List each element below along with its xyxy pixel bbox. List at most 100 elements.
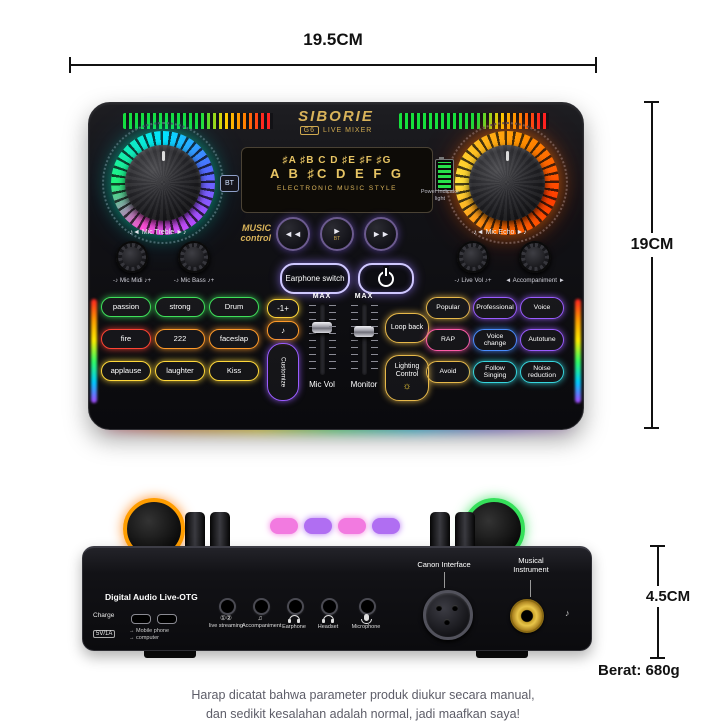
back-small-knob bbox=[210, 512, 230, 548]
customize-button: Customize bbox=[267, 343, 299, 401]
pad-laughter: laughter bbox=[155, 361, 205, 381]
fader-knob bbox=[312, 321, 332, 333]
main-knob-right bbox=[446, 122, 568, 244]
otg-target-labels: → Mobile phone → computer bbox=[129, 628, 170, 642]
back-small-knob bbox=[455, 512, 475, 548]
mic-vol-label: Mic Vol bbox=[309, 380, 335, 389]
width-dimension-label: 19.5CM bbox=[270, 30, 396, 50]
screen-subtitle: ELECTRONIC MUSIC STYLE bbox=[276, 185, 398, 192]
xlr-pin bbox=[452, 605, 458, 611]
dimension-tick bbox=[644, 427, 659, 429]
monitor-label: Monitor bbox=[350, 380, 378, 389]
xlr-canon-port bbox=[423, 590, 473, 640]
accompaniment-label: ◄ Accompaniment ► bbox=[505, 277, 565, 284]
dimension-tick bbox=[650, 657, 665, 659]
max-label: MAX bbox=[312, 293, 332, 300]
mic-echo-label: ♪◄ Mic Echo ►♪ bbox=[473, 229, 527, 236]
pad-voice: Voice bbox=[520, 297, 564, 319]
knob-cap bbox=[125, 145, 201, 221]
fader-knob bbox=[354, 326, 374, 338]
pad-professional: Professional bbox=[473, 297, 517, 319]
mic-vol-slider: MAX Mic Vol bbox=[301, 293, 343, 407]
note-button: ♪ bbox=[267, 321, 299, 340]
dimension-tick bbox=[650, 545, 665, 547]
earphone-switch-button: Earphone switch bbox=[280, 263, 350, 294]
height-dimension-line bbox=[651, 102, 653, 428]
usb-c-port bbox=[131, 614, 151, 624]
back-height-dimension-label: 4.5CM bbox=[638, 586, 698, 607]
live-streaming-group: ①② live streaming bbox=[209, 615, 243, 629]
pad-follow-singing: Follow Singing bbox=[473, 361, 517, 383]
dimension-tick bbox=[644, 101, 659, 103]
mic-bass-knob bbox=[178, 241, 210, 273]
dimension-tick bbox=[69, 57, 71, 73]
pointer-line bbox=[530, 580, 531, 597]
instrument-jack-6-35mm bbox=[510, 599, 544, 633]
mic-midi-knob bbox=[116, 241, 148, 273]
pad-popular: Popular bbox=[426, 297, 470, 319]
headphone-icon bbox=[288, 615, 300, 623]
model-label: G6 bbox=[299, 126, 320, 135]
back-pad bbox=[304, 518, 332, 534]
pad-kiss: Kiss bbox=[209, 361, 259, 381]
music-note-icon: ♫ bbox=[257, 615, 263, 622]
note-scale-row1: ♯A ♯B C D ♯E ♯F ♯G bbox=[282, 155, 392, 166]
back-pad bbox=[270, 518, 298, 534]
back-pad bbox=[372, 518, 400, 534]
headphone-icon bbox=[322, 615, 334, 623]
power-button bbox=[358, 263, 414, 294]
previous-icon: ◄◄ bbox=[284, 228, 302, 239]
mixer-back-view: Canon Interface Musical Instrument Digit… bbox=[80, 492, 592, 662]
slider-track bbox=[350, 303, 378, 375]
microphone-group: Microphone bbox=[348, 614, 384, 630]
live-vol-label: -♪ Live Vol ♪+ bbox=[454, 277, 492, 284]
sun-icon: ☼ bbox=[402, 381, 412, 393]
knob-cap bbox=[469, 145, 545, 221]
earphone-jack bbox=[287, 598, 304, 615]
play-icon: ► bbox=[332, 225, 342, 236]
musical-instrument-label: Musical Instrument bbox=[513, 556, 549, 574]
xlr-pin bbox=[436, 605, 442, 611]
dimension-tick bbox=[595, 57, 597, 73]
accompaniment-knob bbox=[519, 241, 551, 273]
back-small-knob bbox=[430, 512, 450, 548]
microphone-icon bbox=[360, 614, 372, 624]
pad-222: 222 bbox=[155, 329, 205, 349]
pad-autotune: Autotune bbox=[520, 329, 564, 351]
pad-drum: Drum bbox=[209, 297, 259, 317]
mic-bass-label: -♪ Mic Bass ♪+ bbox=[173, 277, 215, 284]
rgb-strip-left bbox=[91, 299, 97, 403]
battery-bars bbox=[438, 162, 451, 188]
pad-avoid: Avoid bbox=[426, 361, 470, 383]
brand-logo: SIBORIE bbox=[298, 108, 374, 125]
power-indicator-light bbox=[435, 157, 454, 191]
pad-strong: strong bbox=[155, 297, 205, 317]
headset-jack bbox=[321, 598, 338, 615]
pointer-line bbox=[444, 572, 445, 588]
bt-button: BT bbox=[220, 175, 239, 192]
height-dimension-label: 19CM bbox=[624, 233, 680, 257]
monitor-slider: MAX Monitor bbox=[343, 293, 385, 407]
previous-track-button: ◄◄ bbox=[276, 217, 310, 251]
lighting-control-button: Lighting Control ☼ bbox=[385, 355, 429, 401]
weight-label: Berat: 680g bbox=[598, 662, 680, 679]
back-pad bbox=[338, 518, 366, 534]
accompaniment-jack bbox=[253, 598, 270, 615]
mic-midi-label: -♪ Mic Midi ♪+ bbox=[113, 277, 151, 284]
width-dimension-line bbox=[70, 64, 597, 66]
power-icon bbox=[378, 267, 394, 287]
main-knob-left bbox=[102, 122, 224, 244]
canon-interface-label: Canon Interface bbox=[417, 560, 471, 569]
instrument-icon: ♪ bbox=[565, 608, 570, 618]
xlr-pin bbox=[444, 619, 450, 625]
back-panel: Canon Interface Musical Instrument Digit… bbox=[82, 546, 592, 651]
microphone-jack bbox=[359, 598, 376, 615]
back-small-knob bbox=[185, 512, 205, 548]
slider-track bbox=[308, 303, 336, 375]
pad-applause: applause bbox=[101, 361, 151, 381]
mic-treble-label: ♪◄ Mic Treble ►♪ bbox=[129, 229, 187, 236]
power-indicator-label: Power Indicator light bbox=[420, 189, 460, 202]
loop-back-button: Loop back bbox=[385, 313, 429, 343]
model-suffix-label: LIVE MIXER bbox=[323, 127, 373, 134]
